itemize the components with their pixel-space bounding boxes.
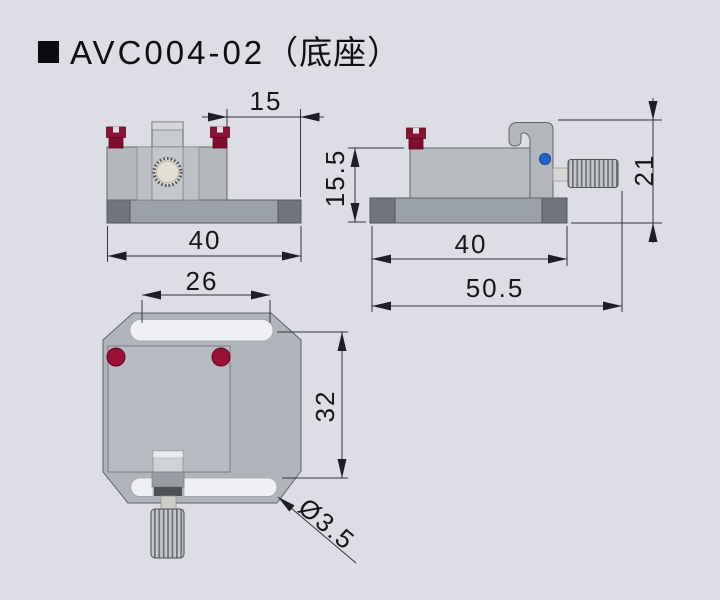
dimension-label-front-offset: 15 [249, 86, 283, 116]
top-view [102, 312, 302, 559]
red-screw-head [106, 347, 126, 367]
blue-pin [539, 153, 551, 165]
dimension-label-side-base-width: 40 [454, 229, 488, 259]
dimension-label-side-height: 15.5 [320, 148, 350, 208]
red-thumbscrew [106, 126, 126, 149]
dimension-label-side-total-width: 50.5 [465, 273, 525, 303]
top-slot [129, 319, 274, 342]
red-thumbscrew [210, 126, 230, 149]
page-title: AVC004-02（底座） [38, 26, 401, 74]
knurled-knob-bottom [150, 508, 185, 559]
part-number: AVC004-02 [70, 34, 266, 71]
dimension-label-side-total-height: 21 [629, 153, 659, 187]
bottom-slot-left [130, 477, 154, 497]
part-name: （底座） [265, 34, 402, 71]
title-bullet-square-icon [38, 40, 59, 63]
dimension-label-top-slot-length: 26 [185, 266, 219, 296]
dimension-arrows [107, 101, 658, 512]
knurled-knob-side [567, 159, 619, 188]
red-screw-head [211, 347, 231, 367]
bottom-slot-right [183, 477, 278, 497]
side-view [369, 122, 619, 224]
dimension-label-front-width: 40 [188, 225, 222, 255]
red-thumbscrew [406, 127, 426, 150]
front-view [106, 121, 302, 224]
hook-bracket [508, 122, 554, 199]
part-title: AVC004-02（底座） [70, 26, 401, 74]
dimension-label-top-height: 32 [310, 389, 340, 423]
